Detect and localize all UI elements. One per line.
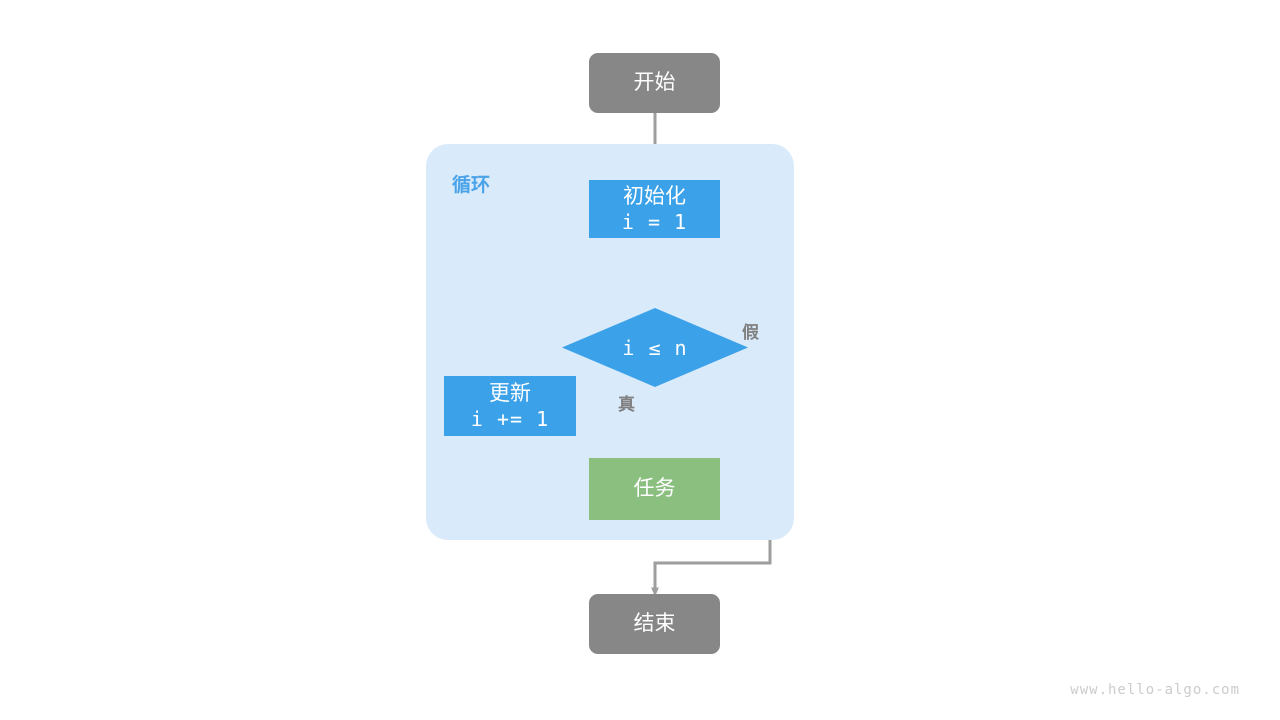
node-start-label: 开始: [633, 71, 676, 95]
node-task-label: 任务: [633, 477, 676, 501]
loop-label: 循环: [452, 175, 491, 196]
node-init[interactable]: 初始化 i = 1: [589, 180, 720, 238]
node-update-label: 更新: [489, 382, 531, 405]
node-decision[interactable]: i ≤ n: [562, 308, 748, 387]
watermark: www.hello-algo.com: [1070, 682, 1240, 698]
node-update[interactable]: 更新 i += 1: [444, 376, 576, 436]
node-init-label: 初始化: [623, 185, 686, 208]
node-task[interactable]: 任务: [589, 458, 720, 520]
node-end-label: 结束: [633, 612, 676, 636]
edge-label-false: 假: [742, 323, 759, 342]
node-end[interactable]: 结束: [589, 594, 720, 654]
node-init-expression: i = 1: [621, 209, 688, 234]
node-start[interactable]: 开始: [589, 53, 720, 113]
edge-label-true: 真: [618, 395, 635, 414]
node-decision-condition: i ≤ n: [622, 335, 688, 360]
node-update-expression: i += 1: [470, 406, 550, 431]
